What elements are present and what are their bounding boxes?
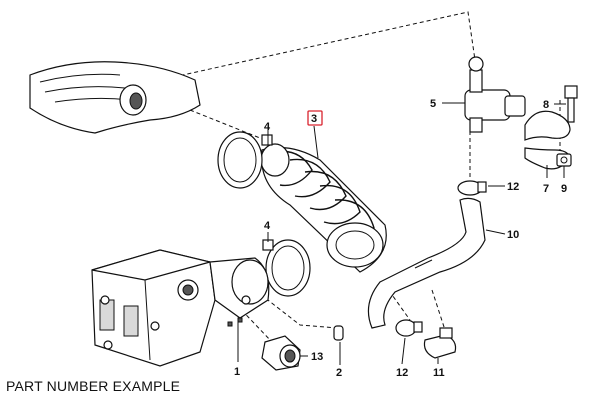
- caption-text: PART NUMBER EXAMPLE: [6, 378, 181, 394]
- small-pin: [333, 325, 344, 341]
- callout-labels: 3 4 4 5 8 7 9 12 10 1 2 12 11 13: [234, 98, 567, 379]
- callout-3[interactable]: 3: [311, 113, 317, 125]
- callout-4-upper[interactable]: 4: [264, 121, 271, 133]
- callout-8[interactable]: 8: [543, 99, 549, 111]
- hose-clamp-upper: [217, 125, 273, 189]
- highlight-box: [307, 110, 323, 126]
- callout-2[interactable]: 2: [336, 367, 342, 379]
- vacuum-hose: [367, 197, 486, 329]
- small-hose-clamp-upper: [457, 180, 487, 196]
- hose-clamp-lower: [262, 232, 311, 297]
- callout-7[interactable]: 7: [543, 183, 549, 195]
- callout-9[interactable]: 9: [561, 183, 567, 195]
- callout-13[interactable]: 13: [311, 351, 323, 363]
- leader-lines: [237, 102, 566, 365]
- callout-12-lower[interactable]: 12: [396, 367, 408, 379]
- air-flow-meter: [91, 249, 270, 367]
- callout-11[interactable]: 11: [433, 367, 445, 379]
- sensor-plug: [261, 335, 301, 371]
- bolt: [564, 85, 578, 123]
- callout-10[interactable]: 10: [507, 229, 519, 241]
- hose-elbow: [423, 327, 457, 359]
- air-intake-duct: [29, 61, 201, 134]
- callout-12-upper[interactable]: 12: [507, 181, 519, 193]
- callout-1[interactable]: 1: [234, 366, 240, 378]
- nut: [556, 153, 572, 167]
- rubber-boot: [260, 143, 387, 273]
- callout-5[interactable]: 5: [430, 98, 436, 110]
- idle-control-valve: [464, 56, 526, 133]
- callout-4-lower[interactable]: 4: [264, 220, 271, 232]
- small-hose-clamp-lower: [395, 319, 423, 337]
